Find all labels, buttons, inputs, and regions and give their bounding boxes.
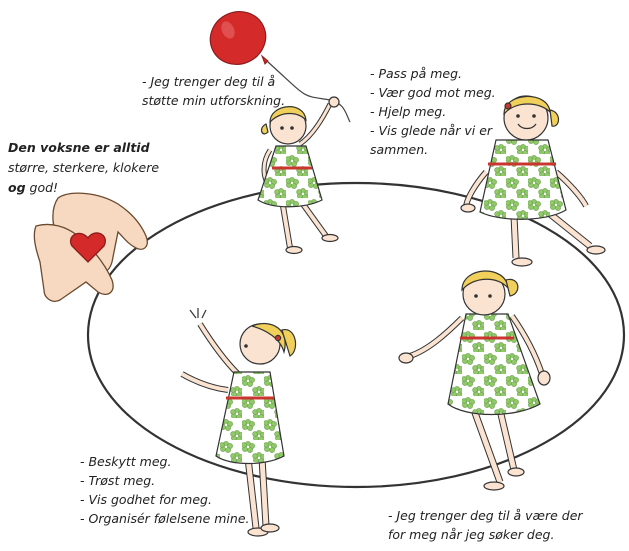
caption-return: - Jeg trenger deg til å være der for meg… [388,506,583,544]
caption-adult-good: god! [25,180,59,195]
caption-protect-line-4: - Organisér følelsene mine. [80,511,250,526]
caption-return-line-1: - Jeg trenger deg til å være der [388,508,583,523]
balloon-icon [209,11,351,123]
caption-adult: Den voksne er alltid større, sterkere, k… [8,138,159,198]
caption-adult-line-3: og god! [8,178,159,198]
caption-explore: - Jeg trenger deg til å støtte min utfor… [142,72,285,110]
security-circle [86,181,626,489]
caption-protect-line-2: - Trøst meg. [80,473,156,488]
child-reaching [180,308,297,537]
hands-heart-icon [33,192,148,302]
child-sitting [460,95,606,267]
caption-adult-og: og [8,180,26,195]
child-returning [398,270,551,491]
caption-care-line-3: - Hjelp meg. [370,104,447,119]
caption-protect-line-1: - Beskytt meg. [80,454,172,469]
caption-explore-line-2: støtte min utforskning. [142,93,286,108]
caption-care-line-5: sammen. [370,142,429,157]
caption-care: - Pass på meg. - Vær god mot meg. - Hjel… [370,64,496,159]
caption-adult-line-2: større, sterkere, klokere [8,160,160,175]
caption-care-line-4: - Vis glede når vi er [370,123,493,138]
caption-care-line-2: - Vær god mot meg. [370,85,496,100]
caption-care-line-1: - Pass på meg. [370,66,463,81]
caption-return-line-2: for meg når jeg søker deg. [388,527,555,542]
child-exploring [257,96,340,255]
caption-adult-title: Den voksne er alltid [8,140,150,155]
caption-protect-line-3: - Vis godhet for meg. [80,492,212,507]
caption-explore-line-1: - Jeg trenger deg til å [142,74,276,89]
caption-protect: - Beskytt meg. - Trøst meg. - Vis godhet… [80,452,249,528]
